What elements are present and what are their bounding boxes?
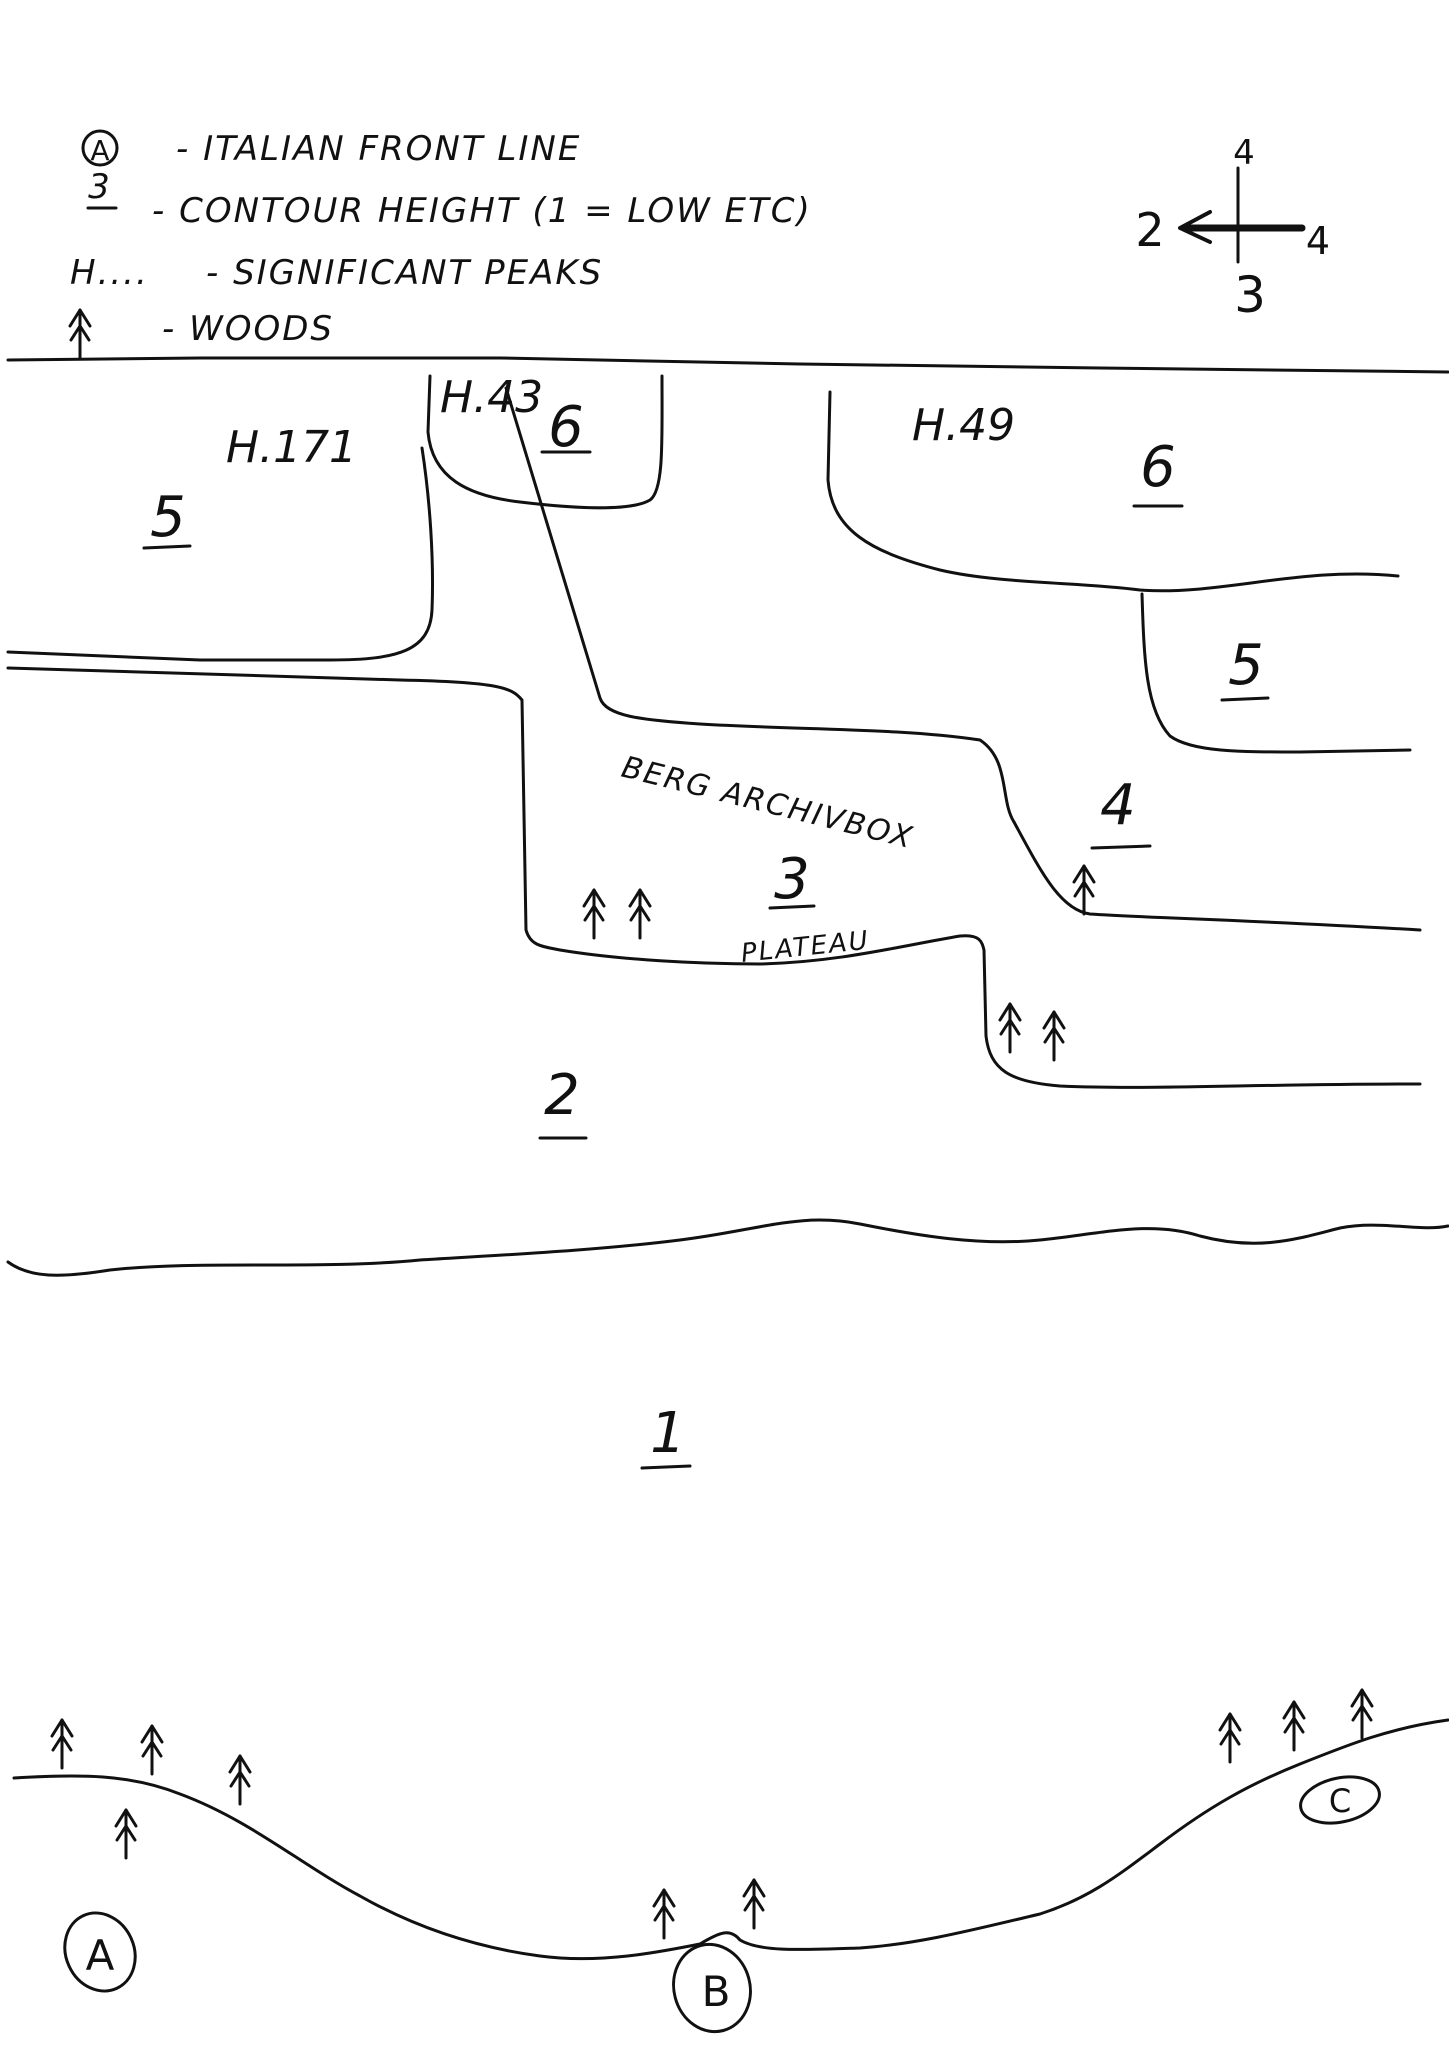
contour-label-5-left: 5 (150, 485, 186, 550)
compass-bottom: 3 (1234, 266, 1266, 324)
peak-h43: H.43 (440, 372, 543, 423)
tree-icon (1218, 1712, 1242, 1764)
contour-label-4: 4 (1100, 773, 1136, 838)
compass-right: 4 (1306, 219, 1330, 263)
legend-woods-text: - WOODS (162, 309, 334, 349)
woods-upper (582, 864, 1096, 1062)
legend-front-line-circle (81, 129, 119, 167)
svg-text:C: C (1329, 1782, 1351, 1820)
tree-icon (582, 888, 606, 940)
peak-h49: H.49 (912, 400, 1015, 451)
tree-icon (998, 1002, 1022, 1054)
compass: 4 2 4 3 (1135, 133, 1330, 324)
compass-left: 2 (1135, 203, 1164, 257)
legend-front-line-text: - ITALIAN FRONT LINE (176, 129, 581, 169)
peak-h171: H.171 (226, 422, 357, 473)
tree-icon (114, 1808, 138, 1860)
berg-archivbox-label: BERG ARCHIVBOX (618, 750, 917, 856)
legend-front-line-marker: A (90, 134, 109, 167)
map-top-border (6, 356, 1449, 374)
tree-icon (1350, 1688, 1374, 1740)
contour-label-6-center: 6 (548, 395, 584, 460)
contour-labels: 5 6 6 5 4 3 2 1 (142, 395, 1270, 1470)
woods-profile (50, 1688, 1374, 1940)
contour-label-6-right: 6 (1140, 435, 1176, 500)
contour-label-5-right: 5 (1228, 633, 1264, 698)
contour-label-3: 3 (774, 847, 810, 912)
legend-contour-text: - CONTOUR HEIGHT (1 = LOW ETC) (152, 191, 812, 231)
tree-icon (742, 1878, 766, 1930)
compass-top: 4 (1233, 133, 1255, 173)
contour-label-2: 2 (544, 1063, 580, 1128)
legend-peaks-marker: H.... (70, 253, 149, 293)
legend: A - ITALIAN FRONT LINE 3 - CONTOUR HEIGH… (68, 129, 812, 360)
terrain-profile (12, 1718, 1449, 1961)
svg-text:B: B (702, 1967, 731, 2016)
front-line-marker-c: C (1299, 1775, 1381, 1825)
legend-contour-marker: 3 (88, 167, 112, 207)
tree-icon (1282, 1700, 1306, 1752)
tree-icon (628, 888, 652, 940)
tree-icon (228, 1754, 252, 1806)
tree-icon (1072, 864, 1096, 916)
legend-peaks-text: - SIGNIFICANT PEAKS (206, 253, 603, 293)
svg-text:A: A (86, 1931, 115, 1980)
contour-label-1: 1 (650, 1401, 686, 1466)
front-line-marker-a: A (63, 1911, 137, 1993)
front-line-marker-b: B (672, 1942, 752, 2034)
tree-icon (50, 1718, 74, 1770)
tree-icon (1042, 1010, 1066, 1062)
tree-icon (140, 1724, 164, 1776)
contour-lines (6, 374, 1449, 1277)
tree-icon (652, 1888, 676, 1940)
legend-tree-icon (68, 308, 92, 360)
